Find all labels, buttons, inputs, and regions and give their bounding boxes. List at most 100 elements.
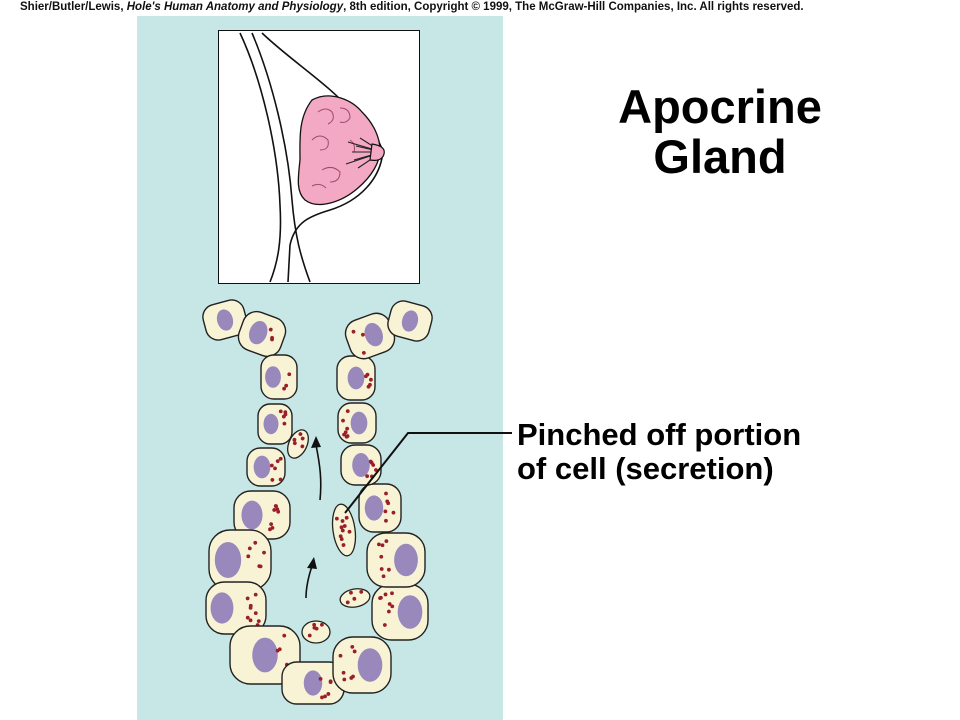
- epithelial-cells: [202, 299, 433, 705]
- cell-nucleus: [303, 670, 323, 696]
- cell-nucleus: [263, 413, 279, 435]
- epithelial-cell: [332, 636, 392, 694]
- secretory-granule: [270, 478, 275, 482]
- mammary-gland-tissue: [297, 95, 385, 205]
- copyright-rest: , 8th edition, Copyright © 1999, The McG…: [343, 1, 804, 13]
- secretory-granule: [253, 592, 258, 597]
- cell-nucleus: [216, 309, 234, 331]
- secretory-granule: [246, 554, 251, 559]
- secretory-granule: [319, 622, 324, 627]
- secretory-granule: [377, 542, 381, 547]
- secretory-granule: [282, 421, 287, 426]
- secretory-granule: [351, 329, 356, 334]
- secretory-granule: [274, 504, 279, 509]
- secretory-granule: [359, 589, 364, 594]
- copyright-book-title: Hole's Human Anatomy and Physiology: [126, 1, 344, 13]
- secretory-granule: [270, 335, 274, 340]
- secretory-granule: [342, 524, 347, 528]
- secretory-granule: [278, 409, 283, 414]
- secretory-granule: [345, 426, 350, 431]
- secretory-granule: [345, 600, 350, 605]
- secretory-granule: [340, 528, 345, 533]
- secretory-granule: [380, 543, 385, 548]
- copyright-line: Shier/Butler/Lewis, Hole's Human Anatomy…: [20, 0, 950, 14]
- secretory-granule: [384, 491, 388, 496]
- secretory-granule: [323, 694, 327, 699]
- secretory-granule: [273, 466, 277, 471]
- cell-nucleus: [364, 495, 384, 521]
- secretory-granule: [278, 456, 283, 461]
- secretion-portion: [331, 503, 357, 557]
- epithelial-cell: [205, 581, 267, 635]
- flow-arrow-upper: [315, 444, 322, 501]
- epithelial-cell: [340, 444, 382, 486]
- secretory-granule: [270, 526, 275, 530]
- secretory-granule: [248, 603, 253, 608]
- secretory-granule: [365, 474, 370, 479]
- secretory-granule: [256, 619, 261, 624]
- secretory-granule: [282, 633, 287, 638]
- cell-nucleus: [364, 322, 383, 347]
- secretory-granule: [382, 623, 387, 627]
- secretory-granule: [248, 618, 253, 623]
- epithelial-cell: [229, 625, 301, 685]
- cell-nucleus: [394, 543, 418, 577]
- secretory-granule: [314, 626, 319, 631]
- secretory-granule: [352, 649, 357, 654]
- secretory-granule: [318, 676, 323, 681]
- secretory-granule: [350, 644, 355, 649]
- secretory-granule: [245, 596, 250, 601]
- secretory-granule: [349, 676, 354, 680]
- cell-nucleus: [252, 637, 278, 673]
- cell-nucleus: [265, 366, 281, 388]
- secretory-granule: [338, 534, 343, 539]
- secretory-granule: [275, 648, 280, 653]
- callout-leader-line: [344, 432, 512, 514]
- copyright-authors: Shier/Butler/Lewis,: [20, 1, 127, 13]
- secretion-portions: [287, 429, 371, 644]
- secretory-granule: [275, 459, 280, 464]
- secretory-granule: [334, 516, 339, 521]
- secretory-granule: [381, 574, 386, 579]
- secretory-granule: [338, 653, 343, 658]
- epithelial-cell: [208, 529, 272, 591]
- title-line-1: Apocrine: [618, 80, 822, 133]
- secretory-granule: [387, 602, 392, 606]
- page-title: Apocrine Gland: [560, 82, 880, 182]
- secretory-granule: [390, 591, 394, 596]
- secretory-granule: [278, 477, 283, 482]
- secretion-callout-label: Pinched off portion of cell (secretion): [517, 418, 937, 486]
- secretory-granule: [328, 680, 333, 684]
- secretion-membrane: [301, 620, 331, 644]
- secretory-granule: [361, 332, 365, 337]
- epithelial-cell: [237, 310, 287, 358]
- epithelial-cell: [260, 354, 298, 400]
- secretory-granule: [371, 463, 376, 467]
- secretory-granule: [386, 609, 391, 614]
- secretory-granule: [352, 596, 357, 601]
- cell-nucleus: [210, 592, 234, 624]
- secretory-granule: [269, 522, 274, 527]
- title-line-2: Gland: [653, 130, 787, 183]
- secretory-granule: [349, 590, 353, 595]
- secretory-granule: [384, 518, 388, 523]
- secretory-granule: [307, 633, 312, 638]
- epithelial-cell: [257, 403, 293, 445]
- epithelial-cell: [281, 661, 345, 705]
- epithelial-cell: [246, 447, 286, 487]
- secretory-granule: [298, 432, 303, 436]
- epithelial-cell: [233, 490, 291, 540]
- cell-nucleus: [352, 453, 370, 477]
- callout-line-2: of cell (secretion): [517, 451, 774, 486]
- secretory-granule: [342, 677, 347, 682]
- epithelial-cell: [336, 355, 376, 401]
- epithelial-cell: [358, 483, 402, 533]
- secretory-granule: [276, 509, 281, 514]
- secretory-granule: [269, 463, 274, 468]
- secretory-granule: [384, 539, 389, 544]
- secretory-granule: [344, 434, 349, 439]
- secretory-granule: [339, 537, 344, 542]
- cell-nucleus: [347, 366, 365, 390]
- secretory-granule: [385, 499, 390, 504]
- cell-nucleus: [401, 310, 419, 332]
